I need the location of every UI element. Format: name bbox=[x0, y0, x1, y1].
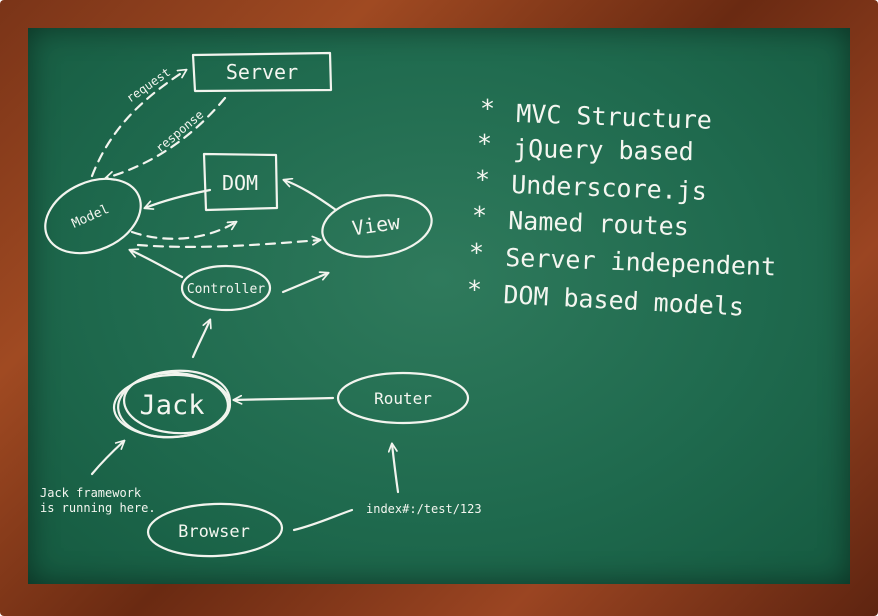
feature-label: DOM based models bbox=[503, 280, 745, 322]
jack-node: Jack bbox=[112, 369, 232, 439]
server-label: Server bbox=[226, 60, 298, 84]
view-to-dom-arrow bbox=[282, 177, 338, 212]
router-node: Router bbox=[336, 371, 470, 425]
response-arrow bbox=[104, 96, 227, 181]
model-ellipse bbox=[44, 177, 142, 255]
request-arrow bbox=[90, 68, 188, 178]
feature-item: * Server independent bbox=[469, 238, 777, 281]
view-ellipse bbox=[321, 194, 433, 258]
feature-item: * jQuery based bbox=[477, 129, 694, 166]
url-to-router-arrow bbox=[387, 442, 400, 494]
feature-label: MVC Structure bbox=[516, 99, 713, 135]
bullet-icon: * bbox=[469, 238, 484, 267]
browser-to-url-line bbox=[292, 508, 354, 532]
controller-node: Controller bbox=[180, 264, 272, 312]
note-line-2: is running here. bbox=[40, 501, 156, 515]
server-box bbox=[191, 51, 333, 93]
model-to-view-arrow bbox=[136, 235, 322, 248]
browser-node: Browser bbox=[146, 502, 284, 558]
diagram-edges: request response index#:/test/123 bbox=[90, 65, 482, 532]
feature-item: * Named routes bbox=[472, 201, 689, 241]
feature-label: jQuery based bbox=[513, 134, 694, 166]
browser-ellipse bbox=[146, 502, 284, 558]
bullet-icon: * bbox=[477, 129, 492, 158]
controller-label: Controller bbox=[187, 282, 265, 297]
url-label: index#:/test/123 bbox=[366, 502, 482, 516]
feature-item: * DOM based models bbox=[467, 275, 745, 322]
feature-label: Underscore.js bbox=[511, 170, 708, 206]
view-label: View bbox=[351, 210, 403, 241]
router-ellipse bbox=[336, 371, 470, 425]
feature-item: * Underscore.js bbox=[475, 165, 707, 206]
view-node: View bbox=[321, 194, 433, 258]
dom-to-model-arrow bbox=[143, 188, 212, 210]
controller-to-view-arrow bbox=[281, 271, 330, 294]
jack-label: Jack bbox=[139, 390, 204, 421]
feature-label: Named routes bbox=[508, 206, 690, 241]
note-to-jack-arrow bbox=[90, 439, 126, 476]
controller-ellipse bbox=[180, 264, 272, 312]
model-to-dom-arrow bbox=[130, 220, 238, 240]
server-node: Server bbox=[191, 51, 333, 93]
browser-label: Browser bbox=[178, 522, 250, 542]
router-to-jack-arrow bbox=[232, 394, 335, 405]
bullet-icon: * bbox=[475, 165, 490, 194]
note-line-1: Jack framework bbox=[40, 486, 142, 500]
chalkboard bbox=[28, 28, 850, 584]
dom-node: DOM bbox=[202, 152, 279, 212]
controller-to-model-arrow bbox=[128, 248, 184, 279]
response-label: response bbox=[153, 107, 206, 155]
jack-to-controller-arrow bbox=[191, 318, 212, 359]
model-label: Model bbox=[70, 202, 112, 232]
bullet-icon: * bbox=[472, 201, 487, 230]
feature-list: * MVC Structure * jQuery based * Undersc… bbox=[467, 94, 777, 322]
feature-label: Server independent bbox=[505, 243, 777, 281]
bullet-icon: * bbox=[467, 275, 482, 304]
router-label: Router bbox=[374, 389, 432, 408]
feature-item: * MVC Structure bbox=[480, 94, 712, 135]
dom-label: DOM bbox=[222, 171, 258, 195]
bullet-icon: * bbox=[480, 94, 495, 123]
jack-framework-note: Jack framework is running here. bbox=[40, 486, 156, 515]
